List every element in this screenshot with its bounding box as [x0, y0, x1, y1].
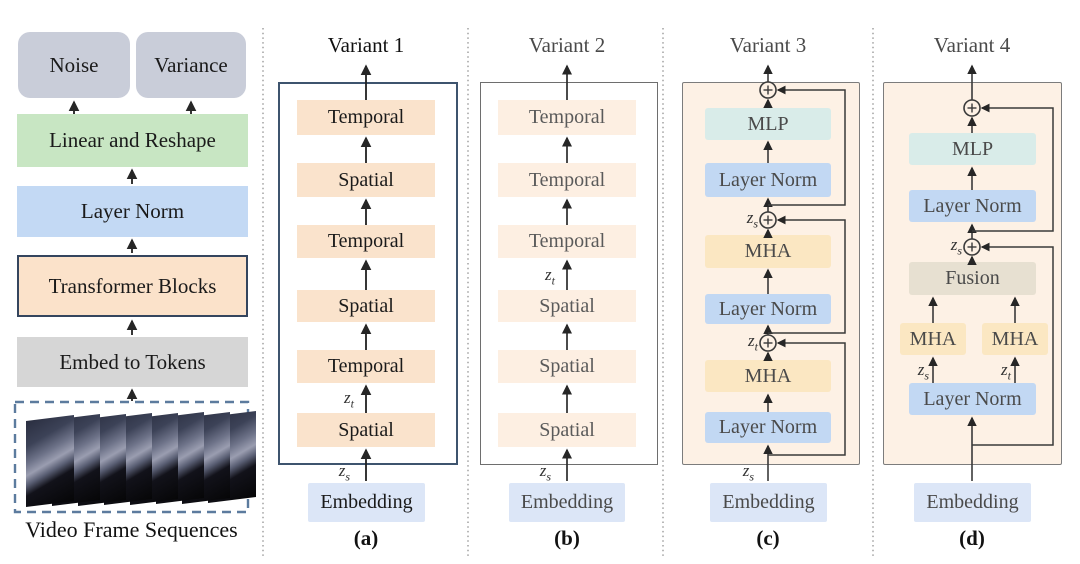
variance-box: Variance: [136, 32, 246, 98]
variant1-block: Spatial: [297, 413, 435, 447]
variant3-layernorm-box: Layer Norm: [705, 294, 831, 324]
zt-label: zt: [545, 265, 555, 288]
zs-label: zs: [539, 461, 551, 484]
variant4-layernorm-box: Layer Norm: [909, 190, 1036, 222]
embed-tokens-box: Embed to Tokens: [17, 337, 248, 387]
variant3-mha-box: MHA: [705, 360, 831, 392]
linear-reshape-box: Linear and Reshape: [17, 114, 248, 167]
variant1-block: Temporal: [297, 350, 435, 383]
variant1-title: Variant 1: [327, 33, 405, 57]
zt-label: zt: [1001, 360, 1011, 383]
zt-label: zt: [748, 331, 758, 354]
variant3-embedding-box: Embedding: [710, 483, 827, 522]
variant4-embedding-box: Embedding: [914, 483, 1031, 522]
variant1-block: Spatial: [297, 163, 435, 197]
variant4-title: Variant 4: [933, 33, 1011, 57]
variant4-mlp-box: MLP: [909, 133, 1036, 165]
variant3-layernorm-box: Layer Norm: [705, 163, 831, 197]
variant4-layernorm-box: Layer Norm: [909, 383, 1036, 415]
video-frame: [26, 415, 74, 507]
variant3-tag: (c): [756, 526, 780, 550]
noise-box: Noise: [18, 32, 130, 98]
variant4-tag: (d): [959, 526, 985, 550]
zt-label: zt: [344, 388, 354, 411]
variant2-title: Variant 2: [528, 33, 606, 57]
variant1-block: Temporal: [297, 225, 435, 258]
variant2-panel: [480, 82, 658, 465]
variant3-mha-box: MHA: [705, 235, 831, 268]
zs-label: zs: [950, 235, 962, 258]
variant1-block: Spatial: [297, 290, 435, 322]
variant4-fusion-box: Fusion: [909, 262, 1036, 295]
variant1-embedding-box: Embedding: [308, 483, 425, 522]
variant3-mlp-box: MLP: [705, 108, 831, 140]
variant2-block: Temporal: [498, 100, 636, 135]
variant2-tag: (b): [554, 526, 580, 550]
variant2-embedding-box: Embedding: [509, 483, 625, 522]
variant2-block: Spatial: [498, 413, 636, 447]
zs-label: zs: [746, 208, 758, 231]
variant1-tag: (a): [353, 526, 379, 550]
variant2-block: Temporal: [498, 225, 636, 258]
variant4-mha-spatial-box: MHA: [900, 323, 966, 355]
zs-label: zs: [917, 360, 929, 383]
variant1-block: Temporal: [297, 100, 435, 135]
variant1-panel: [278, 82, 458, 465]
layer-norm-box: Layer Norm: [17, 186, 248, 237]
transformer-blocks-box: Transformer Blocks: [17, 255, 248, 317]
zs-label: zs: [338, 461, 350, 484]
zs-label: zs: [742, 461, 754, 484]
variant4-mha-temporal-box: MHA: [982, 323, 1048, 355]
variant2-block: Temporal: [498, 163, 636, 197]
variant2-block: Spatial: [498, 350, 636, 383]
variant2-block: Spatial: [498, 290, 636, 322]
video-frames-caption: Video Frame Sequences: [25, 517, 238, 542]
variant3-title: Variant 3: [729, 33, 807, 57]
variant3-layernorm-box: Layer Norm: [705, 412, 831, 443]
